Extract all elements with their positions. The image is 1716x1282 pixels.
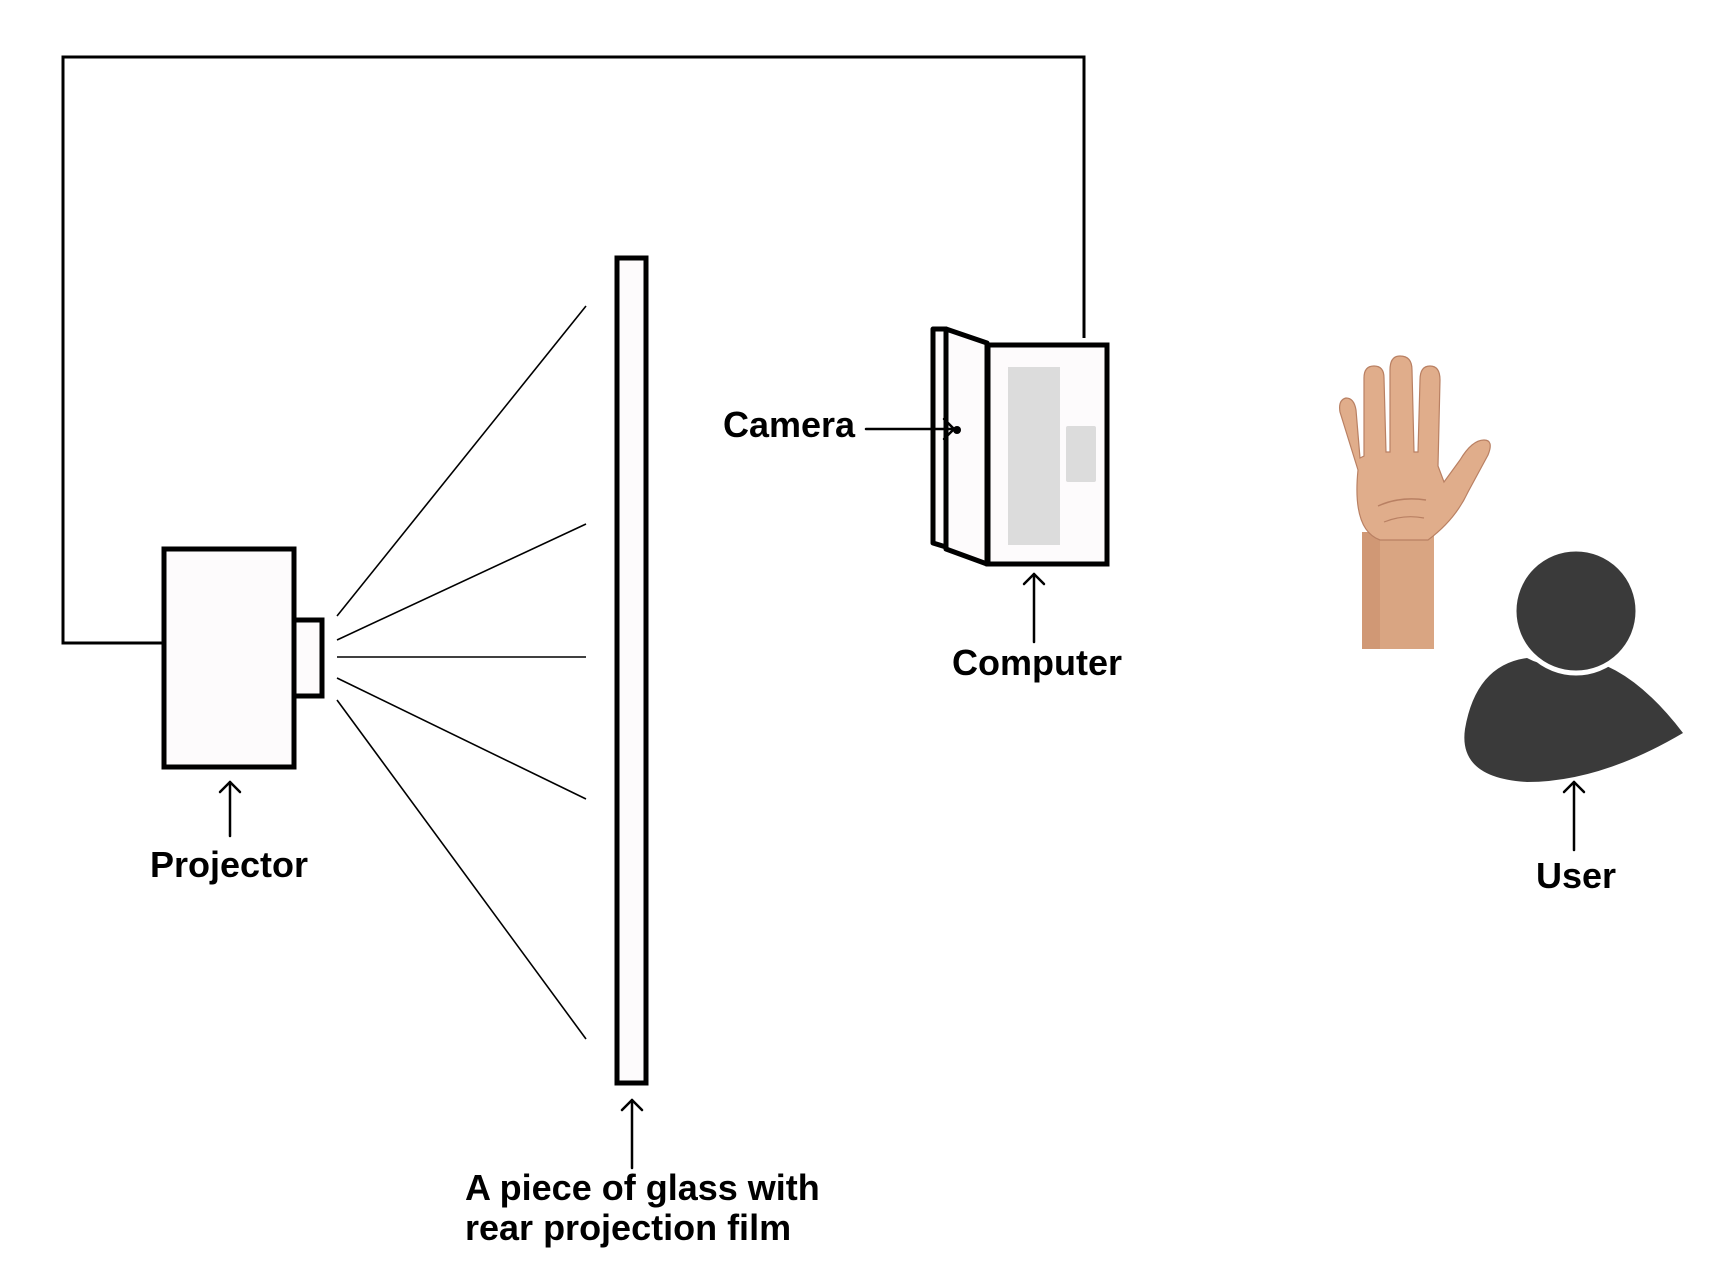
projection-rays — [336, 305, 587, 1040]
cable-line — [61, 55, 1086, 645]
glass-label-line1: A piece of glass with — [465, 1167, 820, 1208]
projector-label: Projector — [150, 844, 308, 885]
user-label: User — [1536, 855, 1616, 896]
hand-icon — [1339, 355, 1491, 649]
pointer-arrows — [218, 417, 1586, 1170]
camera-dot — [953, 426, 961, 434]
user-icon — [1464, 546, 1683, 782]
laptop-icon — [930, 326, 1110, 567]
computer-label: Computer — [952, 642, 1122, 683]
glass-label-line2: rear projection film — [465, 1207, 791, 1248]
projector-icon — [161, 546, 325, 770]
screen-window-large — [1008, 367, 1060, 545]
screen-window-small — [1066, 426, 1096, 482]
camera-label: Camera — [723, 404, 856, 445]
glass-panel — [614, 255, 649, 1086]
